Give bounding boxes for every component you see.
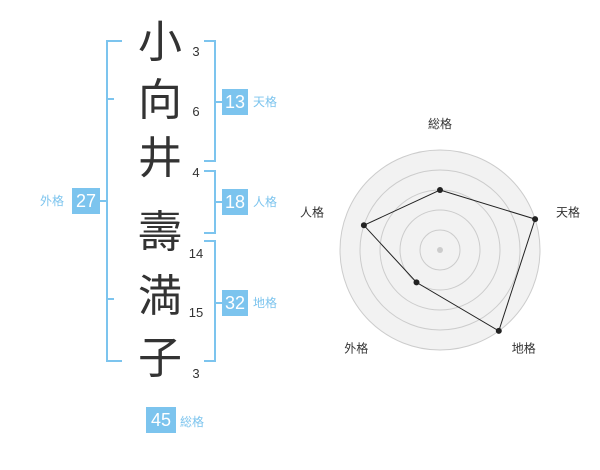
radar-grid-ring bbox=[359, 169, 521, 331]
radar-data-point bbox=[495, 327, 502, 334]
gaikaku-badge: 27 bbox=[72, 188, 100, 214]
name-char-1: 小 bbox=[138, 17, 182, 68]
radar-axis-label: 人格 bbox=[300, 204, 324, 219]
name-char-2: 向 bbox=[138, 75, 182, 126]
radar-axis-label: 外格 bbox=[344, 341, 368, 356]
radar-grid-ring bbox=[419, 229, 461, 271]
gaikaku-bracket-tick bbox=[106, 98, 114, 100]
tenkaku-connector bbox=[214, 101, 222, 103]
jinkaku-label: 人格 bbox=[253, 195, 278, 209]
jinkaku-badge: 18 bbox=[222, 189, 248, 215]
chikaku-bracket bbox=[204, 240, 216, 362]
radar-center-dot bbox=[437, 247, 443, 253]
radar-data-polygon bbox=[363, 189, 536, 332]
radar-axis-label: 総格 bbox=[428, 116, 452, 131]
stroke-count-5: 15 bbox=[188, 305, 204, 320]
name-char-5: 満 bbox=[138, 271, 182, 322]
tenkaku-label: 天格 bbox=[253, 95, 278, 109]
name-char-3: 井 bbox=[138, 133, 182, 184]
name-char-4: 壽 bbox=[138, 207, 182, 258]
gaikaku-bracket bbox=[106, 40, 122, 362]
radar-data-point bbox=[437, 187, 443, 193]
gaikaku-connector bbox=[100, 200, 106, 202]
soukaku-label: 総格 bbox=[180, 415, 205, 429]
radar-data-point bbox=[532, 216, 539, 223]
radar-data-point bbox=[360, 222, 367, 229]
radar-data-point bbox=[413, 279, 420, 286]
chikaku-connector bbox=[214, 302, 222, 304]
gaikaku-label: 外格 bbox=[40, 194, 65, 208]
stroke-count-6: 3 bbox=[192, 366, 200, 381]
jinkaku-connector bbox=[214, 201, 222, 203]
chikaku-label: 地格 bbox=[253, 296, 278, 310]
stroke-count-1: 3 bbox=[192, 44, 200, 59]
radar-axis-label: 地格 bbox=[512, 341, 536, 356]
radar-axis-label: 天格 bbox=[556, 204, 580, 219]
tenkaku-badge: 13 bbox=[222, 89, 248, 115]
soukaku-badge: 45 bbox=[146, 407, 176, 433]
gaikaku-bracket-tick bbox=[106, 298, 114, 300]
chikaku-badge: 32 bbox=[222, 290, 248, 316]
name-char-6: 子 bbox=[138, 333, 182, 384]
stroke-count-2: 6 bbox=[192, 104, 200, 119]
stroke-count-3: 4 bbox=[192, 165, 200, 180]
stroke-count-4: 14 bbox=[188, 246, 204, 261]
radar-grid-ring bbox=[399, 209, 481, 291]
